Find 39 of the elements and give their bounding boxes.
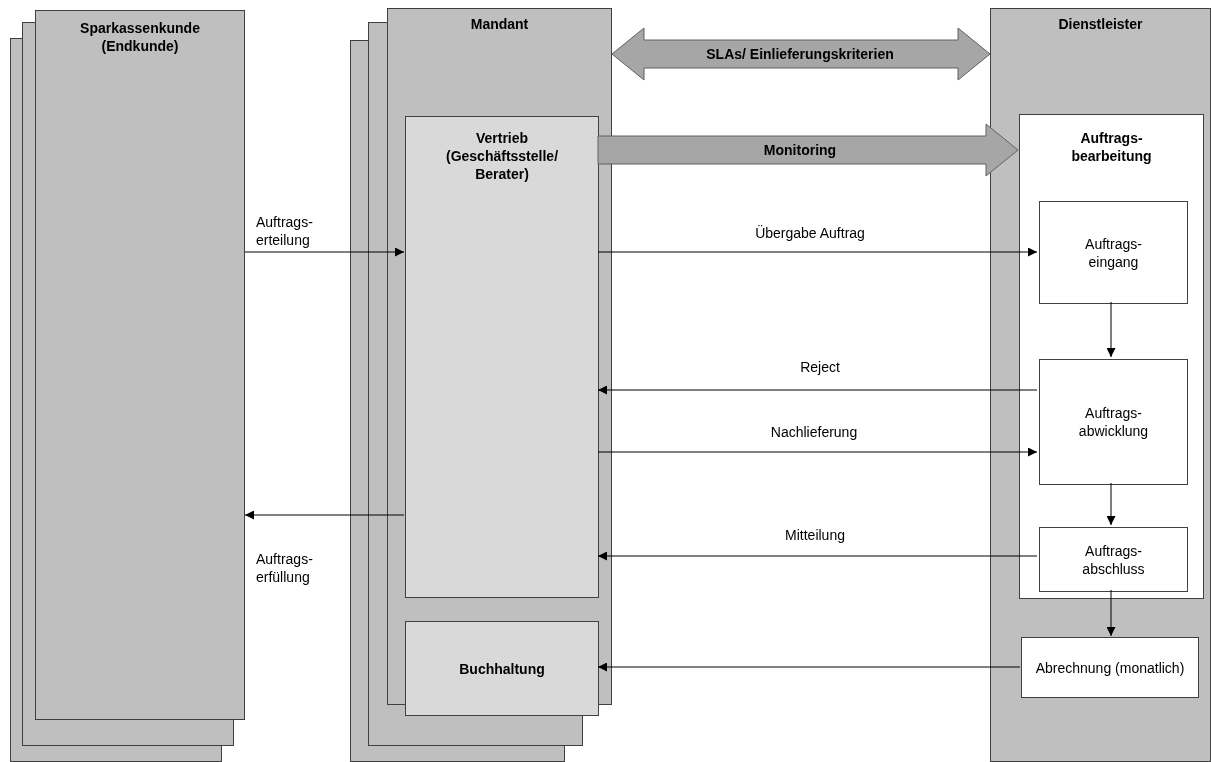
process-group-box [1019, 114, 1204, 599]
box-heading: Auftrags- bearbeitung [1070, 129, 1153, 165]
arrow [244, 247, 405, 257]
arrow [1106, 589, 1116, 637]
edge-label: Monitoring [763, 141, 837, 159]
edge-label: Reject [800, 358, 840, 376]
process-box [1039, 359, 1188, 485]
edge-label: SLAs/ Einlieferungskriterien [706, 45, 894, 63]
arrow [1106, 482, 1116, 526]
process-box [1021, 637, 1199, 698]
edge-label: Mitteilung [785, 526, 845, 544]
box-heading: Buchhaltung [459, 659, 545, 678]
process-box [1039, 201, 1188, 304]
edge-label: Nachlieferung [770, 423, 858, 441]
arrow [597, 662, 1021, 672]
box-label: Auftrags- abwicklung [1077, 404, 1150, 440]
edge-label: Auftrags- erteilung [256, 213, 314, 249]
box-heading: Mandant [470, 15, 529, 33]
box-heading: Vertrieb (Geschäftsstelle/ Berater) [444, 129, 560, 183]
box-label: Abrechnung (monatlich) [1035, 658, 1185, 677]
box-label: Auftrags- eingang [1084, 234, 1143, 271]
arrow [1106, 301, 1116, 358]
edge-label: Übergabe Auftrag [755, 224, 865, 242]
swimlane-column [35, 10, 245, 720]
process-box [405, 621, 599, 716]
block-arrow [611, 27, 991, 81]
swimlane-column [990, 8, 1211, 762]
edge-label: Auftrags- erfüllung [256, 550, 314, 586]
box-heading: Sparkassenkunde (Endkunde) [79, 19, 201, 55]
arrow [597, 551, 1038, 561]
arrow [244, 510, 405, 520]
arrow [597, 447, 1038, 457]
box-heading: Dienstleister [1058, 15, 1143, 33]
process-box [1039, 527, 1188, 592]
box-label: Auftrags- abschluss [1081, 541, 1146, 578]
arrow [597, 385, 1038, 395]
arrow [597, 247, 1038, 257]
block-arrow [597, 123, 1019, 177]
process-box [405, 116, 599, 598]
